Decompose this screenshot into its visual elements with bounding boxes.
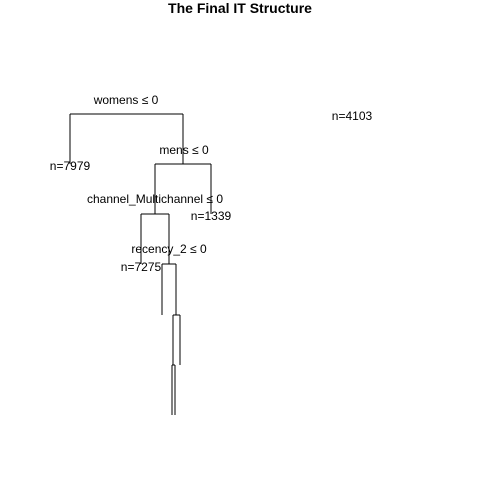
chart-title: The Final IT Structure (168, 0, 312, 16)
leaf-label-n7979: n=7979 (50, 159, 91, 173)
leaf-label-n1339: n=1339 (191, 209, 232, 223)
split-label-mens: mens ≤ 0 (159, 143, 209, 157)
leaf-label-n7275: n=7275 (121, 260, 162, 274)
split-label-womens: womens ≤ 0 (93, 93, 159, 107)
leaf-label-n4103: n=4103 (332, 109, 373, 123)
